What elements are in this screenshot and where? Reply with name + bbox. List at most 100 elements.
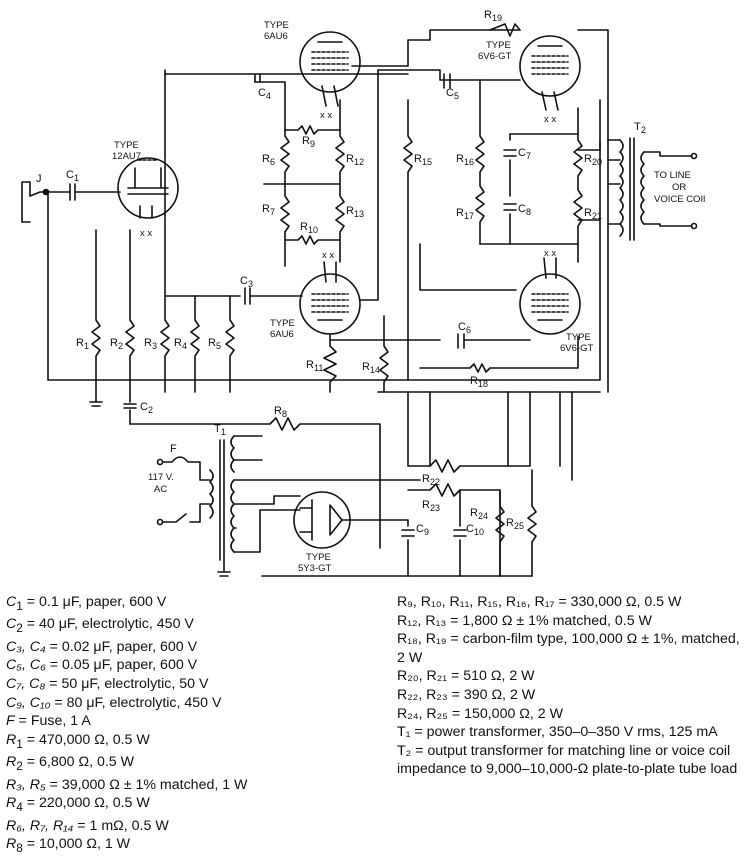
tube-6v6-upper-type: TYPE: [486, 40, 511, 51]
legend-row: C₅, C₆ = 0.05 μF, paper, 600 V: [6, 657, 198, 674]
legend-row: R₂₂, R₂₃ = 390 Ω, 2 W: [397, 686, 536, 703]
tube-6au6-lower-type: TYPE: [270, 318, 295, 329]
svg-text:R: R: [346, 205, 354, 217]
svg-text:7: 7: [526, 151, 531, 161]
svg-text:C: C: [466, 523, 474, 535]
svg-text:R: R: [110, 337, 118, 349]
tube-5y3-model: 5Y3-GT: [298, 563, 331, 574]
svg-text:R: R: [274, 405, 282, 417]
svg-text:2: 2: [118, 341, 123, 351]
ac-label-1: 117 V.: [148, 472, 174, 483]
svg-text:2: 2: [641, 125, 646, 135]
svg-text:1: 1: [74, 173, 79, 183]
legend-row: R₂₀, R₂₁ = 510 Ω, 2 W: [397, 668, 535, 685]
svg-text:19: 19: [492, 13, 502, 23]
svg-text:R: R: [422, 473, 430, 485]
component-legend-left: C1 = 0.1 μF, paper, 600 V C2 = 40 μF, el…: [6, 593, 386, 858]
tube-6v6-lower: [519, 257, 581, 335]
legend-row: R₆, R₇, R₁₄ = 1 mΩ, 0.5 W: [6, 817, 169, 834]
svg-text:R: R: [456, 207, 464, 219]
svg-text:22: 22: [430, 477, 440, 487]
svg-text:14: 14: [370, 365, 380, 375]
svg-text:16: 16: [464, 157, 474, 167]
svg-text:6: 6: [466, 325, 471, 335]
legend-row: R4 = 220,000 Ω, 0.5 W: [6, 795, 150, 815]
tube-6au6-lower: [299, 261, 361, 335]
svg-text:R: R: [362, 361, 370, 373]
svg-text:6: 6: [270, 157, 275, 167]
legend-row: F = Fuse, 1 A: [6, 713, 91, 730]
svg-text:21: 21: [592, 211, 602, 221]
capacitor-c1: [47, 183, 121, 201]
component-legend-right: R₉, R₁₀, R₁₁, R₁₅, R₁₆, R₁₇ = 330,000 Ω,…: [397, 593, 747, 779]
legend-row: C₇, C₈ = 50 μF, electrolytic, 50 V: [6, 676, 209, 693]
svg-text:25: 25: [514, 521, 524, 531]
tube-5y3: [293, 491, 381, 549]
svg-text:x x: x x: [322, 250, 334, 261]
svg-text:5: 5: [454, 91, 459, 101]
svg-text:T: T: [634, 121, 641, 133]
label-c1: C: [66, 169, 74, 181]
svg-text:C: C: [458, 321, 466, 333]
output-transformer-t2: [607, 137, 698, 241]
tube-6au6-upper-model: 6AU6: [264, 31, 288, 42]
svg-text:9: 9: [310, 139, 315, 149]
legend-row: C2 = 40 μF, electrolytic, 450 V: [6, 616, 194, 636]
svg-text:9: 9: [424, 527, 429, 537]
svg-text:R: R: [262, 153, 270, 165]
tube-6v6-upper: [519, 35, 581, 111]
svg-text:4: 4: [182, 341, 187, 351]
svg-text:R: R: [422, 499, 430, 511]
svg-text:8: 8: [282, 409, 287, 419]
tube-12au7-type: TYPE: [114, 140, 139, 151]
tube-6au6-upper: [299, 31, 361, 107]
svg-text:C: C: [258, 87, 266, 99]
svg-text:R: R: [414, 153, 422, 165]
svg-text:x x: x x: [544, 114, 556, 125]
svg-text:C: C: [518, 203, 526, 215]
output-label-line3: VOICE COIl: [654, 194, 705, 205]
svg-text:R: R: [306, 359, 314, 371]
fuse-label: F: [170, 443, 177, 455]
legend-row: R₁₂, R₁₃ = 1,800 Ω ± 1% matched, 0.5 W: [397, 612, 652, 629]
jack-label: J: [36, 173, 42, 185]
tube-12au7-model: 12AU7: [112, 151, 141, 162]
svg-text:1: 1: [221, 427, 226, 437]
svg-text:R: R: [470, 507, 478, 519]
svg-text:3: 3: [248, 279, 253, 289]
legend-row: R₉, R₁₀, R₁₁, R₁₅, R₁₆, R₁₇ = 330,000 Ω,…: [397, 594, 682, 610]
svg-text:10: 10: [308, 225, 318, 235]
svg-text:T: T: [214, 423, 221, 435]
svg-text:13: 13: [354, 209, 364, 219]
svg-text:20: 20: [592, 157, 602, 167]
svg-text:R: R: [456, 153, 464, 165]
svg-text:R: R: [262, 203, 270, 215]
legend-row: T₂ = output transformer for matching lin…: [397, 742, 738, 778]
tube-12au7: [117, 157, 179, 219]
svg-text:4: 4: [266, 91, 271, 101]
svg-text:18: 18: [478, 379, 488, 389]
output-label-line1: TO LINE: [654, 170, 691, 181]
svg-text:R: R: [144, 337, 152, 349]
svg-text:R: R: [470, 375, 478, 387]
legend-row: R8 = 10,000 Ω, 1 W: [6, 836, 131, 856]
ac-label-2: AC: [154, 484, 167, 495]
svg-text:8: 8: [526, 207, 531, 217]
svg-text:11: 11: [314, 363, 323, 373]
legend-row: T₁ = power transformer, 350–0–350 V rms,…: [397, 724, 718, 741]
svg-text:R: R: [300, 221, 308, 233]
legend-row: R1 = 470,000 Ω, 0.5 W: [6, 731, 150, 751]
svg-text:15: 15: [422, 157, 432, 167]
tube-6v6-lower-type: TYPE: [566, 332, 591, 343]
svg-text:R: R: [584, 207, 592, 219]
svg-text:x x: x x: [544, 248, 556, 259]
legend-row: C₉, C₁₀ = 80 μF, electrolytic, 450 V: [6, 694, 222, 711]
legend-row: R₁₈, R₁₉ = carbon-film type, 100,000 Ω ±…: [397, 631, 740, 666]
svg-text:2: 2: [148, 405, 153, 415]
svg-text:R: R: [584, 153, 592, 165]
svg-text:C: C: [446, 87, 454, 99]
svg-text:x x: x x: [140, 228, 152, 239]
svg-text:C: C: [518, 147, 526, 159]
svg-text:R: R: [484, 9, 492, 21]
tube-6v6-lower-model: 6V6-GT: [560, 343, 593, 354]
